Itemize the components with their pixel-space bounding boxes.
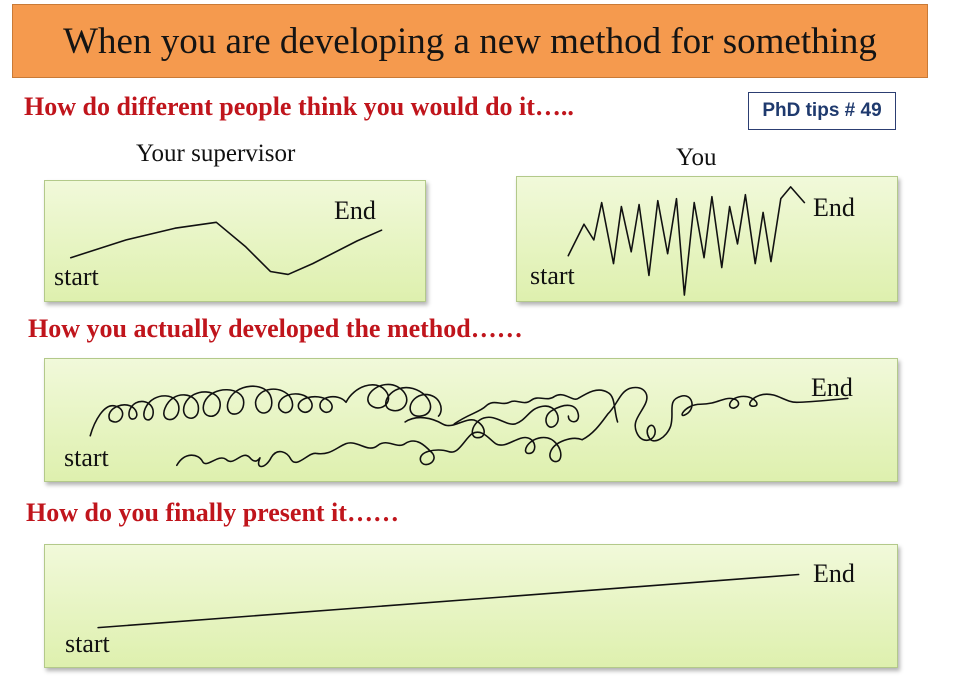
present-start-label: start (65, 629, 110, 658)
panel-present: start End (44, 544, 898, 668)
actual-tail-upper (453, 389, 619, 425)
caption-you: You (676, 144, 717, 171)
panel-you: start End (516, 176, 898, 302)
actual-tangle-lower (176, 431, 583, 468)
present-straight-line (97, 573, 800, 629)
you-zigzag-line (567, 186, 806, 296)
supervisor-start-label: start (54, 262, 99, 291)
actual-start-label: start (64, 443, 109, 472)
supervisor-path-line (69, 221, 383, 276)
supervisor-path-drawing (69, 221, 383, 276)
present-end-label: End (813, 559, 855, 588)
page-title: When you are developing a new method for… (63, 20, 877, 62)
section-heading-actual: How you actually developed the method…… (28, 314, 523, 343)
actual-tangle-middle (404, 404, 580, 439)
section-heading-think: How do different people think you would … (24, 92, 574, 121)
section-heading-present: How do you finally present it…… (26, 498, 399, 527)
actual-tail-right (581, 386, 849, 442)
title-banner: When you are developing a new method for… (12, 4, 928, 78)
you-start-label: start (530, 261, 575, 290)
supervisor-end-label: End (334, 196, 376, 225)
you-end-label: End (813, 193, 855, 222)
panel-actual: start End (44, 358, 898, 482)
present-path-drawing (97, 573, 800, 629)
you-path-drawing (567, 186, 806, 296)
panel-supervisor: start End (44, 180, 426, 302)
caption-supervisor: Your supervisor (136, 140, 296, 167)
actual-path-drawing (89, 383, 849, 468)
actual-tangle-upper (89, 383, 442, 437)
tip-badge: PhD tips # 49 (748, 92, 896, 130)
actual-end-label: End (811, 373, 853, 402)
